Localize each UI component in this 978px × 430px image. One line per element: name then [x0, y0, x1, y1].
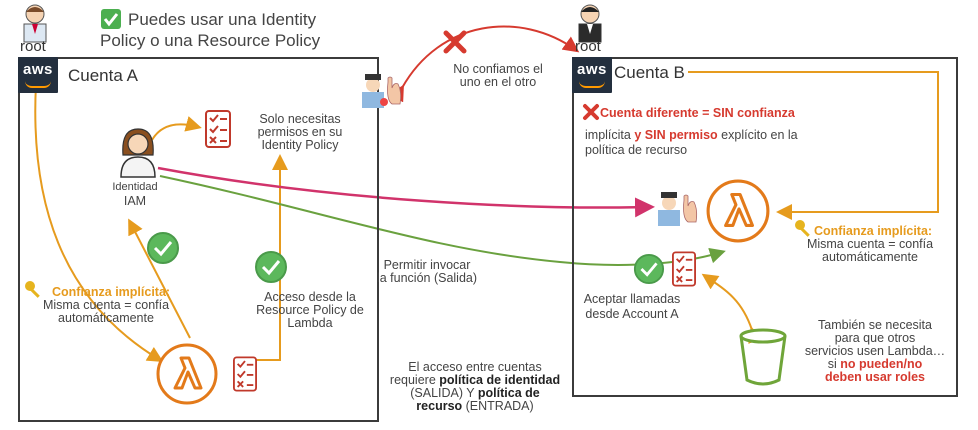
confianza-b-line1: Misma cuenta = confía: [806, 237, 934, 251]
root-b-label: root: [575, 38, 601, 55]
no-trust-arrow: [389, 25, 580, 103]
account-a-title: Cuenta A: [68, 66, 138, 85]
permitir-line1: Permitir invocar: [383, 258, 471, 272]
diff-line3: política de recurso: [585, 143, 688, 157]
tambien-line1: También se necesita: [818, 318, 932, 332]
x-icon: [583, 104, 599, 120]
root-b-user-icon: [578, 4, 602, 43]
checklist-icon: [672, 251, 696, 287]
solo-line2: permisos en su: [257, 125, 343, 139]
account-a-box: [18, 57, 379, 422]
identity-to-policy-arrow: [151, 116, 202, 141]
root-a-trust-arrow: [34, 83, 164, 363]
solo-line1: Solo necesitas: [259, 112, 341, 126]
tambien-line2: para que otros: [834, 331, 916, 345]
identity-user-icon: [120, 128, 156, 178]
identity-label-2: IAM: [123, 194, 147, 208]
diff-line2: implícita y SIN permiso explícito en la: [585, 128, 798, 142]
key-icon: [795, 220, 810, 237]
root-a-label: root: [20, 38, 46, 55]
acceso-line3: Lambda: [287, 316, 333, 330]
cross-line1: El acceso entre cuentas: [408, 360, 542, 374]
acceso-line1: Acceso desde la: [264, 290, 356, 304]
check-box-icon: [101, 9, 121, 29]
confianza-b-line2: automáticamente: [822, 250, 918, 264]
s3-bucket-icon: [739, 328, 787, 386]
confianza-a-line2: automáticamente: [58, 311, 154, 325]
lambda-to-identity-arrow: [128, 218, 191, 339]
solo-line3: Identity Policy: [261, 138, 339, 152]
root-a-user-icon: [23, 4, 47, 43]
tambien-line5: deben usar roles: [824, 370, 926, 384]
identity-label-1: Identidad: [112, 181, 158, 193]
top-note-line1: Puedes usar una Identity: [128, 10, 317, 29]
check-circle-icon: [255, 251, 287, 283]
bucket-to-policy-arrow: [701, 273, 764, 344]
aws-logo-b: aws: [572, 57, 612, 93]
confianza-b-title: Confianza implícita:: [814, 224, 933, 238]
confianza-a-title: Confianza implícita:: [52, 285, 171, 299]
top-note-line2: Policy o una Resource Policy: [100, 31, 321, 50]
root-b-trust-arrow: [688, 71, 939, 220]
lambda-icon: [156, 343, 218, 405]
lambda-icon: [706, 179, 770, 243]
guard-icon: [658, 192, 698, 226]
checklist-icon: [233, 356, 257, 392]
checklist-icon: [205, 110, 231, 148]
identity-to-guard-arrow: [157, 166, 655, 218]
diff-title: Cuenta diferente = SIN confianza: [600, 106, 795, 120]
tambien-line3: servicios usen Lambda…: [804, 344, 946, 358]
no-trust-line1: No confiamos el: [453, 62, 543, 76]
cross-line3: (SALIDA) Y política de: [410, 386, 540, 400]
aws-logo-a: aws: [18, 57, 58, 93]
guard-icon: [362, 74, 402, 108]
check-circle-icon: [633, 253, 665, 285]
cross-line4: recurso (ENTRADA): [416, 399, 534, 413]
permitir-line2: la función (Salida): [376, 271, 478, 285]
key-icon: [25, 281, 40, 298]
account-b-box: [572, 57, 958, 397]
x-icon: [443, 30, 467, 54]
confianza-a-line1: Misma cuenta = confía: [42, 298, 170, 312]
aceptar-line2: desde Account A: [585, 307, 679, 321]
cross-line2: requiere política de identidad: [389, 373, 561, 387]
acceso-line2: Resource Policy de: [256, 303, 364, 317]
check-circle-icon: [147, 232, 179, 264]
aceptar-line1: Aceptar llamadas: [583, 292, 681, 306]
no-trust-line2: uno en el otro: [459, 75, 537, 89]
account-b-title: Cuenta B: [614, 63, 685, 82]
tambien-line4: si no pueden/no: [827, 357, 923, 371]
